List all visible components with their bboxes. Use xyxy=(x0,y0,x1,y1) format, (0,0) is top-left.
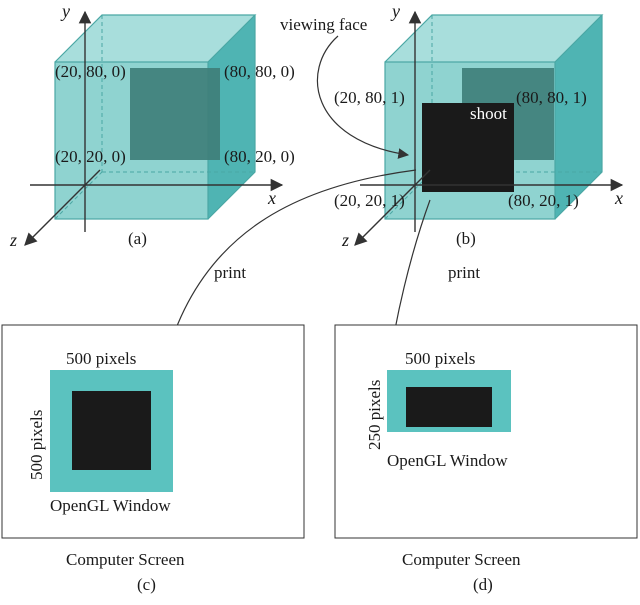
screen-label-c: Computer Screen xyxy=(66,550,185,569)
viewing-face-arrow xyxy=(316,35,410,159)
corner-label-tr-b: (80, 80, 1) xyxy=(516,88,587,107)
panel-b: viewing face shoot y x z (20, 80, 1) (80… xyxy=(280,1,624,250)
print-label-right: print xyxy=(448,263,480,282)
viewport-black-d xyxy=(406,387,492,427)
corner-label-br-a: (80, 20, 0) xyxy=(224,147,295,166)
caption-d: (d) xyxy=(473,575,493,594)
cube-b-side-face xyxy=(555,15,602,219)
screen-label-d: Computer Screen xyxy=(402,550,521,569)
height-label-d: 250 pixels xyxy=(365,380,384,450)
axis-x-label-a: x xyxy=(267,188,276,208)
height-label-c: 500 pixels xyxy=(27,410,46,480)
axis-y-label-b: y xyxy=(390,1,400,21)
corner-label-tl-b: (20, 80, 1) xyxy=(334,88,405,107)
panel-d: 500 pixels 250 pixels OpenGL Window Comp… xyxy=(334,324,638,594)
corner-label-bl-a: (20, 20, 0) xyxy=(55,147,126,166)
cube-b-top-face xyxy=(385,15,602,62)
window-label-d: OpenGL Window xyxy=(387,451,508,470)
corner-label-br-b: (80, 20, 1) xyxy=(508,191,579,210)
viewport-square-a xyxy=(130,68,220,160)
cube-a-top-face xyxy=(55,15,255,62)
axes-b xyxy=(354,10,624,246)
axes-a xyxy=(24,10,284,246)
panel-a: y x z (20, 80, 0) (80, 80, 0) (20, 20, 0… xyxy=(9,1,295,250)
corner-label-bl-b: (20, 20, 1) xyxy=(334,191,405,210)
viewing-square-b xyxy=(422,103,514,192)
caption-c: (c) xyxy=(137,575,156,594)
corner-label-tl-a: (20, 80, 0) xyxy=(55,62,126,81)
width-label-c: 500 pixels xyxy=(66,349,136,368)
viewing-face-label: viewing face xyxy=(280,15,367,34)
corner-label-tr-a: (80, 80, 0) xyxy=(224,62,295,81)
cube-a-side-face xyxy=(208,15,255,219)
cube-a-edges xyxy=(54,14,257,220)
caption-b: (b) xyxy=(456,229,476,248)
window-label-c: OpenGL Window xyxy=(50,496,171,515)
axis-y-label-a: y xyxy=(60,1,70,21)
axis-z-label-b: z xyxy=(341,230,349,250)
print-arrow-left xyxy=(162,169,417,364)
cube-b-edges xyxy=(384,14,604,220)
caption-a: (a) xyxy=(128,229,147,248)
print-label-left: print xyxy=(214,263,246,282)
width-label-d: 500 pixels xyxy=(405,349,475,368)
shoot-label: shoot xyxy=(470,104,507,123)
cube-a-hidden-edges xyxy=(54,15,255,220)
axis-z-label-a: z xyxy=(9,230,17,250)
panel-c: 500 pixels 500 pixels OpenGL Window Comp… xyxy=(1,324,305,594)
viewport-black-c xyxy=(72,391,151,470)
axis-x-label-b: x xyxy=(614,188,623,208)
